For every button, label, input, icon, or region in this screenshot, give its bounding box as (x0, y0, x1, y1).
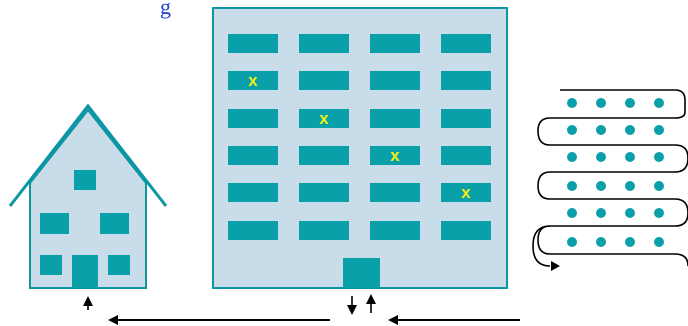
building-window (228, 109, 278, 128)
building-windows: x x x x (228, 34, 491, 240)
queue-dot (654, 208, 664, 218)
apartment-building: x x x x (212, 7, 508, 289)
building-window (299, 146, 349, 165)
serpentine-end-curve (532, 225, 551, 267)
building-window (370, 183, 420, 202)
serpentine-queue (532, 89, 688, 271)
queue-dot (625, 208, 635, 218)
queue-dot (625, 237, 635, 247)
house-window-mid-right (100, 213, 129, 234)
building-window (441, 34, 491, 53)
building-window (370, 34, 420, 53)
building-window (441, 71, 491, 90)
window-marker: x (390, 146, 400, 165)
queue-dot (654, 181, 664, 191)
building-door (343, 258, 380, 288)
building-window (441, 109, 491, 128)
building-window (228, 183, 278, 202)
queue-dot (596, 181, 606, 191)
queue-dot (596, 98, 606, 108)
building-window (441, 183, 491, 202)
serpentine-path (537, 89, 688, 267)
queue-dot (654, 152, 664, 162)
house-window-low-left (40, 255, 62, 275)
building-window (370, 146, 420, 165)
queue-dot (567, 181, 577, 191)
serpentine-dots (567, 98, 664, 247)
house-door (72, 255, 98, 288)
partial-text-fragment: g (160, 0, 171, 19)
building-window (228, 71, 278, 90)
queue-dot (596, 125, 606, 135)
building-window (441, 221, 491, 240)
queue-dot (625, 98, 635, 108)
house-roof (8, 103, 168, 207)
building-window (299, 71, 349, 90)
queue-dot (567, 98, 577, 108)
building-window (299, 34, 349, 53)
building-window (299, 183, 349, 202)
queue-dot (625, 152, 635, 162)
flow-arrows (83, 294, 520, 325)
building-window (299, 221, 349, 240)
window-marker: x (319, 109, 329, 128)
queue-dot (625, 125, 635, 135)
window-marker: x (461, 183, 471, 202)
house-window-mid-left (40, 213, 69, 234)
queue-dot (654, 125, 664, 135)
house-window-top (74, 170, 96, 190)
queue-dot (567, 125, 577, 135)
building-window (228, 34, 278, 53)
queue-dot (654, 237, 664, 247)
queue-dot (567, 237, 577, 247)
queue-dot (625, 181, 635, 191)
building-window (441, 146, 491, 165)
building-window (370, 221, 420, 240)
building-window (228, 146, 278, 165)
queue-dot (654, 98, 664, 108)
queue-dot (567, 152, 577, 162)
building-window (370, 71, 420, 90)
house-body (29, 108, 147, 289)
building-window (228, 221, 278, 240)
building-window (299, 109, 349, 128)
building-window (370, 109, 420, 128)
queue-dot (567, 208, 577, 218)
queue-dot (596, 208, 606, 218)
queue-dot (596, 237, 606, 247)
house (8, 103, 168, 289)
house-window-low-right (108, 255, 130, 275)
queue-dot (596, 152, 606, 162)
serpentine-end-arrow-icon (551, 261, 560, 271)
window-marker: x (248, 71, 258, 90)
